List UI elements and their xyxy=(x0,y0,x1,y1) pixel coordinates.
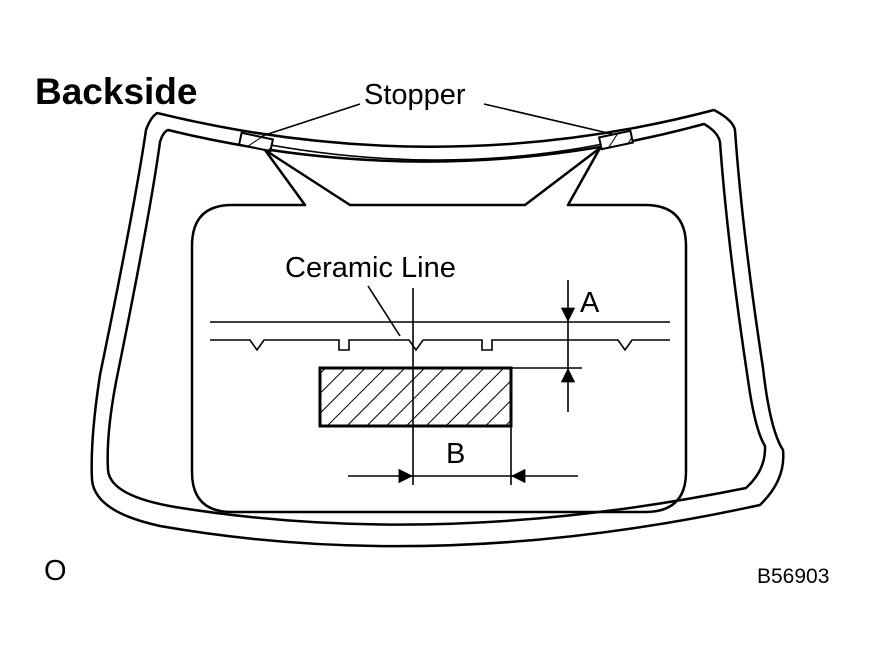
stopper-leader-right xyxy=(483,103,613,135)
title-backside: Backside xyxy=(35,71,198,112)
right-stopper-icon xyxy=(597,129,635,151)
windshield-outer-outline xyxy=(90,108,785,548)
ceramic-line-label: Ceramic Line xyxy=(285,252,456,284)
detail-balloon xyxy=(190,146,688,514)
left-stopper-icon xyxy=(237,131,275,153)
ceramic-line-leader xyxy=(367,285,401,337)
hatched-area xyxy=(318,366,513,428)
ceramic-notched-line xyxy=(210,339,670,352)
footer-left-mark: O xyxy=(44,555,67,587)
stopper-leader-left xyxy=(261,103,361,137)
figure-code: B56903 xyxy=(757,565,829,588)
top-molding-line xyxy=(243,139,623,161)
dim-a-label: A xyxy=(580,287,600,319)
stopper-label: Stopper xyxy=(364,79,466,111)
dim-b-label: B xyxy=(446,438,465,470)
windshield-inner-outline xyxy=(106,122,767,526)
